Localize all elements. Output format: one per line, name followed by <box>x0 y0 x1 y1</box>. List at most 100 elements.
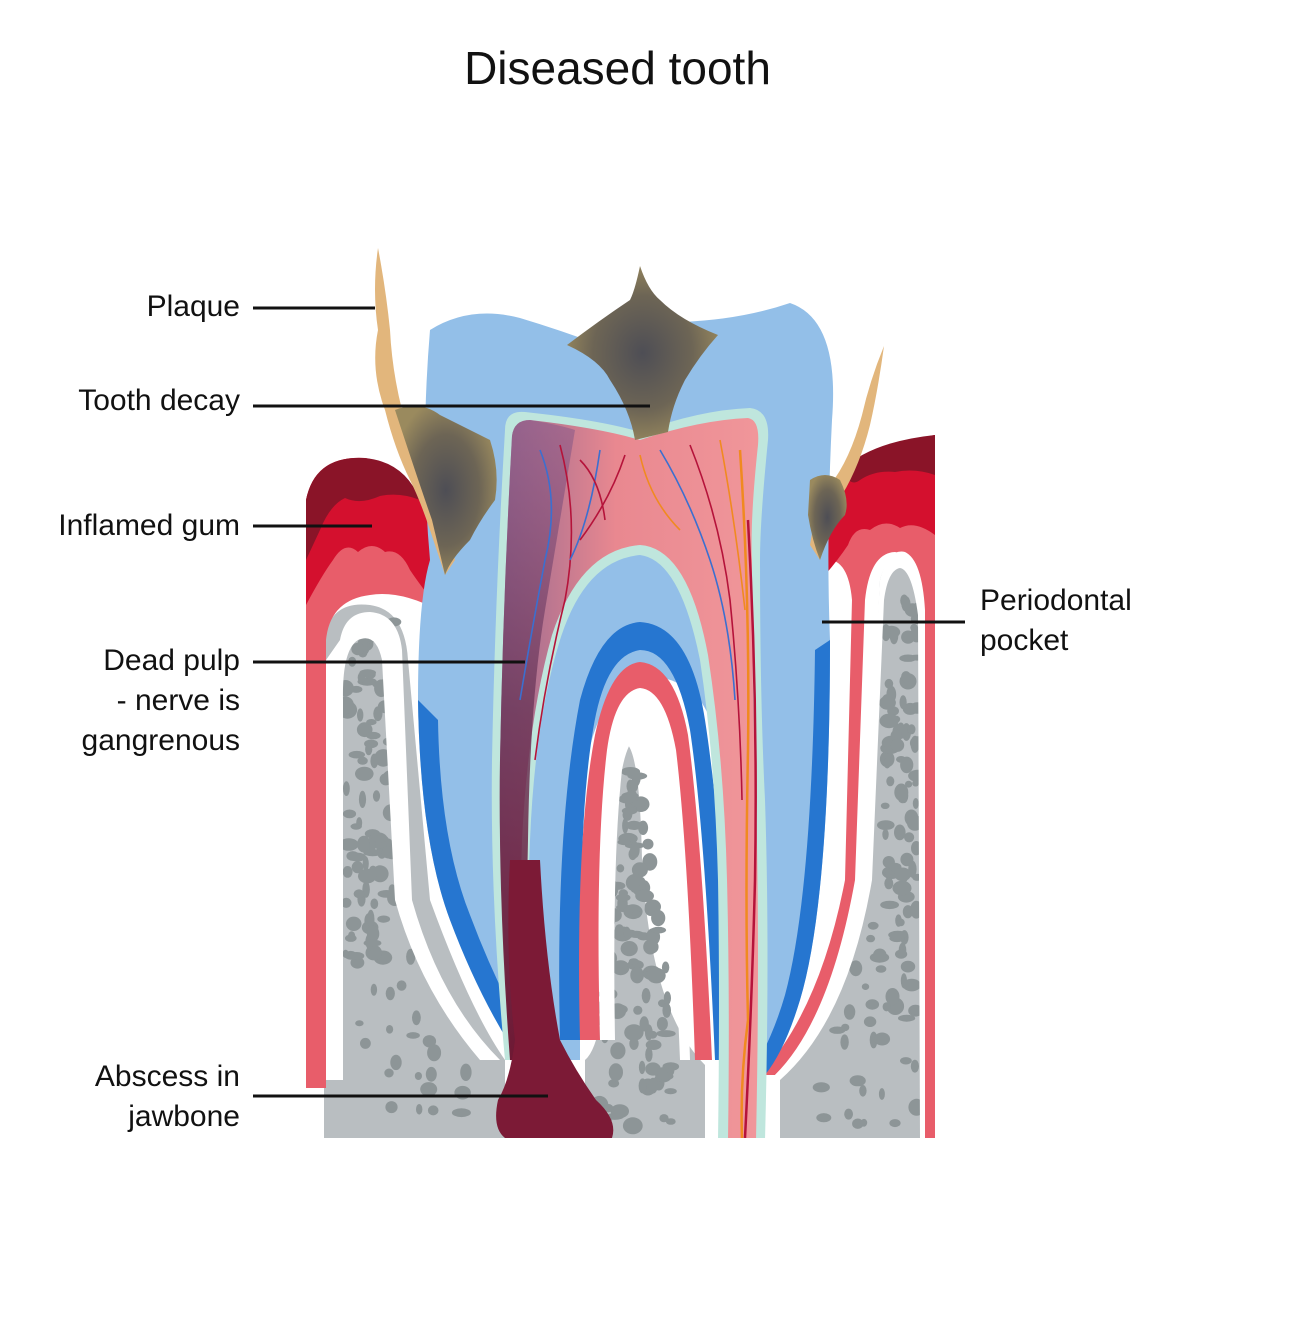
label-plaque: Plaque <box>146 290 240 323</box>
label-dead-pulp-line-2: - nerve is <box>116 684 240 717</box>
bone-pore <box>861 983 870 990</box>
bone-pore <box>427 1044 442 1062</box>
bone-pore <box>339 838 359 851</box>
bone-pore <box>624 1024 644 1041</box>
bone-pore <box>880 802 890 809</box>
label-dead-pulp: Dead pulp - nerve is gangrenous <box>82 641 240 761</box>
bone-pore <box>366 731 381 740</box>
bone-pore <box>843 1004 856 1020</box>
bone-pore <box>881 624 891 642</box>
leader-lines <box>253 306 965 1098</box>
bone-pore <box>625 873 645 892</box>
bone-pore <box>342 866 353 878</box>
bone-pore <box>852 1118 864 1129</box>
bone-pore <box>342 809 357 819</box>
bone-pore <box>879 695 896 710</box>
bone-pore <box>363 939 382 947</box>
bone-pore <box>355 1020 364 1027</box>
bone-pore <box>616 864 625 873</box>
bone-pore <box>840 1034 849 1050</box>
bone-pore <box>633 1005 643 1015</box>
label-tooth-decay: Tooth decay <box>78 384 240 417</box>
bone-pore <box>912 780 919 787</box>
tooth-decay <box>395 266 847 575</box>
diagram-title: Diseased tooth <box>464 42 771 94</box>
bone-pore <box>427 1105 439 1116</box>
bone-pore <box>630 800 646 807</box>
bone-pore <box>656 1017 668 1031</box>
label-periodontal-pocket-line-1: Periodontal <box>980 584 1132 617</box>
bone-pore <box>348 931 356 941</box>
label-inflamed-gum: Inflamed gum <box>58 509 240 542</box>
bone-pore <box>356 817 363 829</box>
bone-pore <box>900 756 914 774</box>
bone-pore <box>367 909 375 928</box>
bone-pore <box>358 790 367 809</box>
bone-pore <box>645 1047 653 1062</box>
bone-pore <box>342 949 349 958</box>
bone-pore <box>340 897 352 908</box>
bone-pore <box>865 999 880 1010</box>
bone-pore <box>377 915 391 923</box>
bone-pore <box>900 1057 912 1065</box>
bone-pore <box>910 1008 922 1015</box>
bone-pore <box>388 884 396 895</box>
bone-pore <box>656 1072 674 1081</box>
bone-pore <box>351 642 365 656</box>
bone-pore <box>366 719 377 726</box>
bone-pore <box>901 671 911 683</box>
bone-pore <box>912 798 919 809</box>
bone-pore <box>662 1002 671 1018</box>
bone-pore <box>369 838 376 854</box>
bone-pore <box>879 713 899 729</box>
bone-pore <box>878 1088 885 1100</box>
bone-pore <box>812 1082 830 1093</box>
bone-pore <box>900 960 916 973</box>
bone-pore <box>859 1085 867 1097</box>
bone-pore <box>907 724 916 735</box>
bone-pore <box>357 835 371 853</box>
bone-pore <box>370 983 378 996</box>
bone-pore <box>635 889 654 903</box>
bone-pore <box>614 924 625 936</box>
bone-pore <box>888 930 908 940</box>
bone-pore <box>371 835 389 843</box>
bone-pore <box>665 1118 676 1125</box>
bone-pore <box>641 988 651 1004</box>
bone-pore <box>880 900 899 910</box>
bone-pore <box>425 1066 437 1082</box>
bone-pore <box>412 1010 421 1026</box>
bone-pore <box>608 1079 620 1088</box>
bone-pore <box>899 695 907 710</box>
label-abscess-line-2: jawbone <box>128 1100 240 1133</box>
bone-pore <box>892 880 912 896</box>
bone-pore <box>884 877 894 890</box>
bone-pore <box>615 893 631 902</box>
bone-pore <box>414 1072 422 1080</box>
bone-pore <box>638 1078 647 1094</box>
bone-pore <box>886 776 895 787</box>
bone-pore <box>357 708 364 722</box>
bone-pore <box>620 941 638 957</box>
bone-pores <box>336 594 928 1135</box>
bone-pore <box>860 1118 868 1127</box>
bone-pore <box>873 948 887 962</box>
label-dead-pulp-line-3: gangrenous <box>81 724 240 757</box>
root-inner <box>559 622 735 1060</box>
bone-pore <box>353 889 365 899</box>
bone-pore <box>895 949 908 959</box>
bone-pore <box>616 966 625 975</box>
bone-pore <box>863 1016 877 1027</box>
bone-pore <box>420 1082 438 1097</box>
bone-pore <box>638 1060 646 1075</box>
bone-pore <box>648 1077 658 1094</box>
bone-pore <box>385 986 395 1001</box>
bone-pore <box>365 743 373 756</box>
bone-pore <box>631 910 642 919</box>
bone-pore <box>370 898 379 910</box>
bone-pore <box>639 1016 649 1032</box>
bone-pore <box>904 832 915 843</box>
bone-pore <box>894 824 906 841</box>
bone-pore <box>849 1075 866 1087</box>
